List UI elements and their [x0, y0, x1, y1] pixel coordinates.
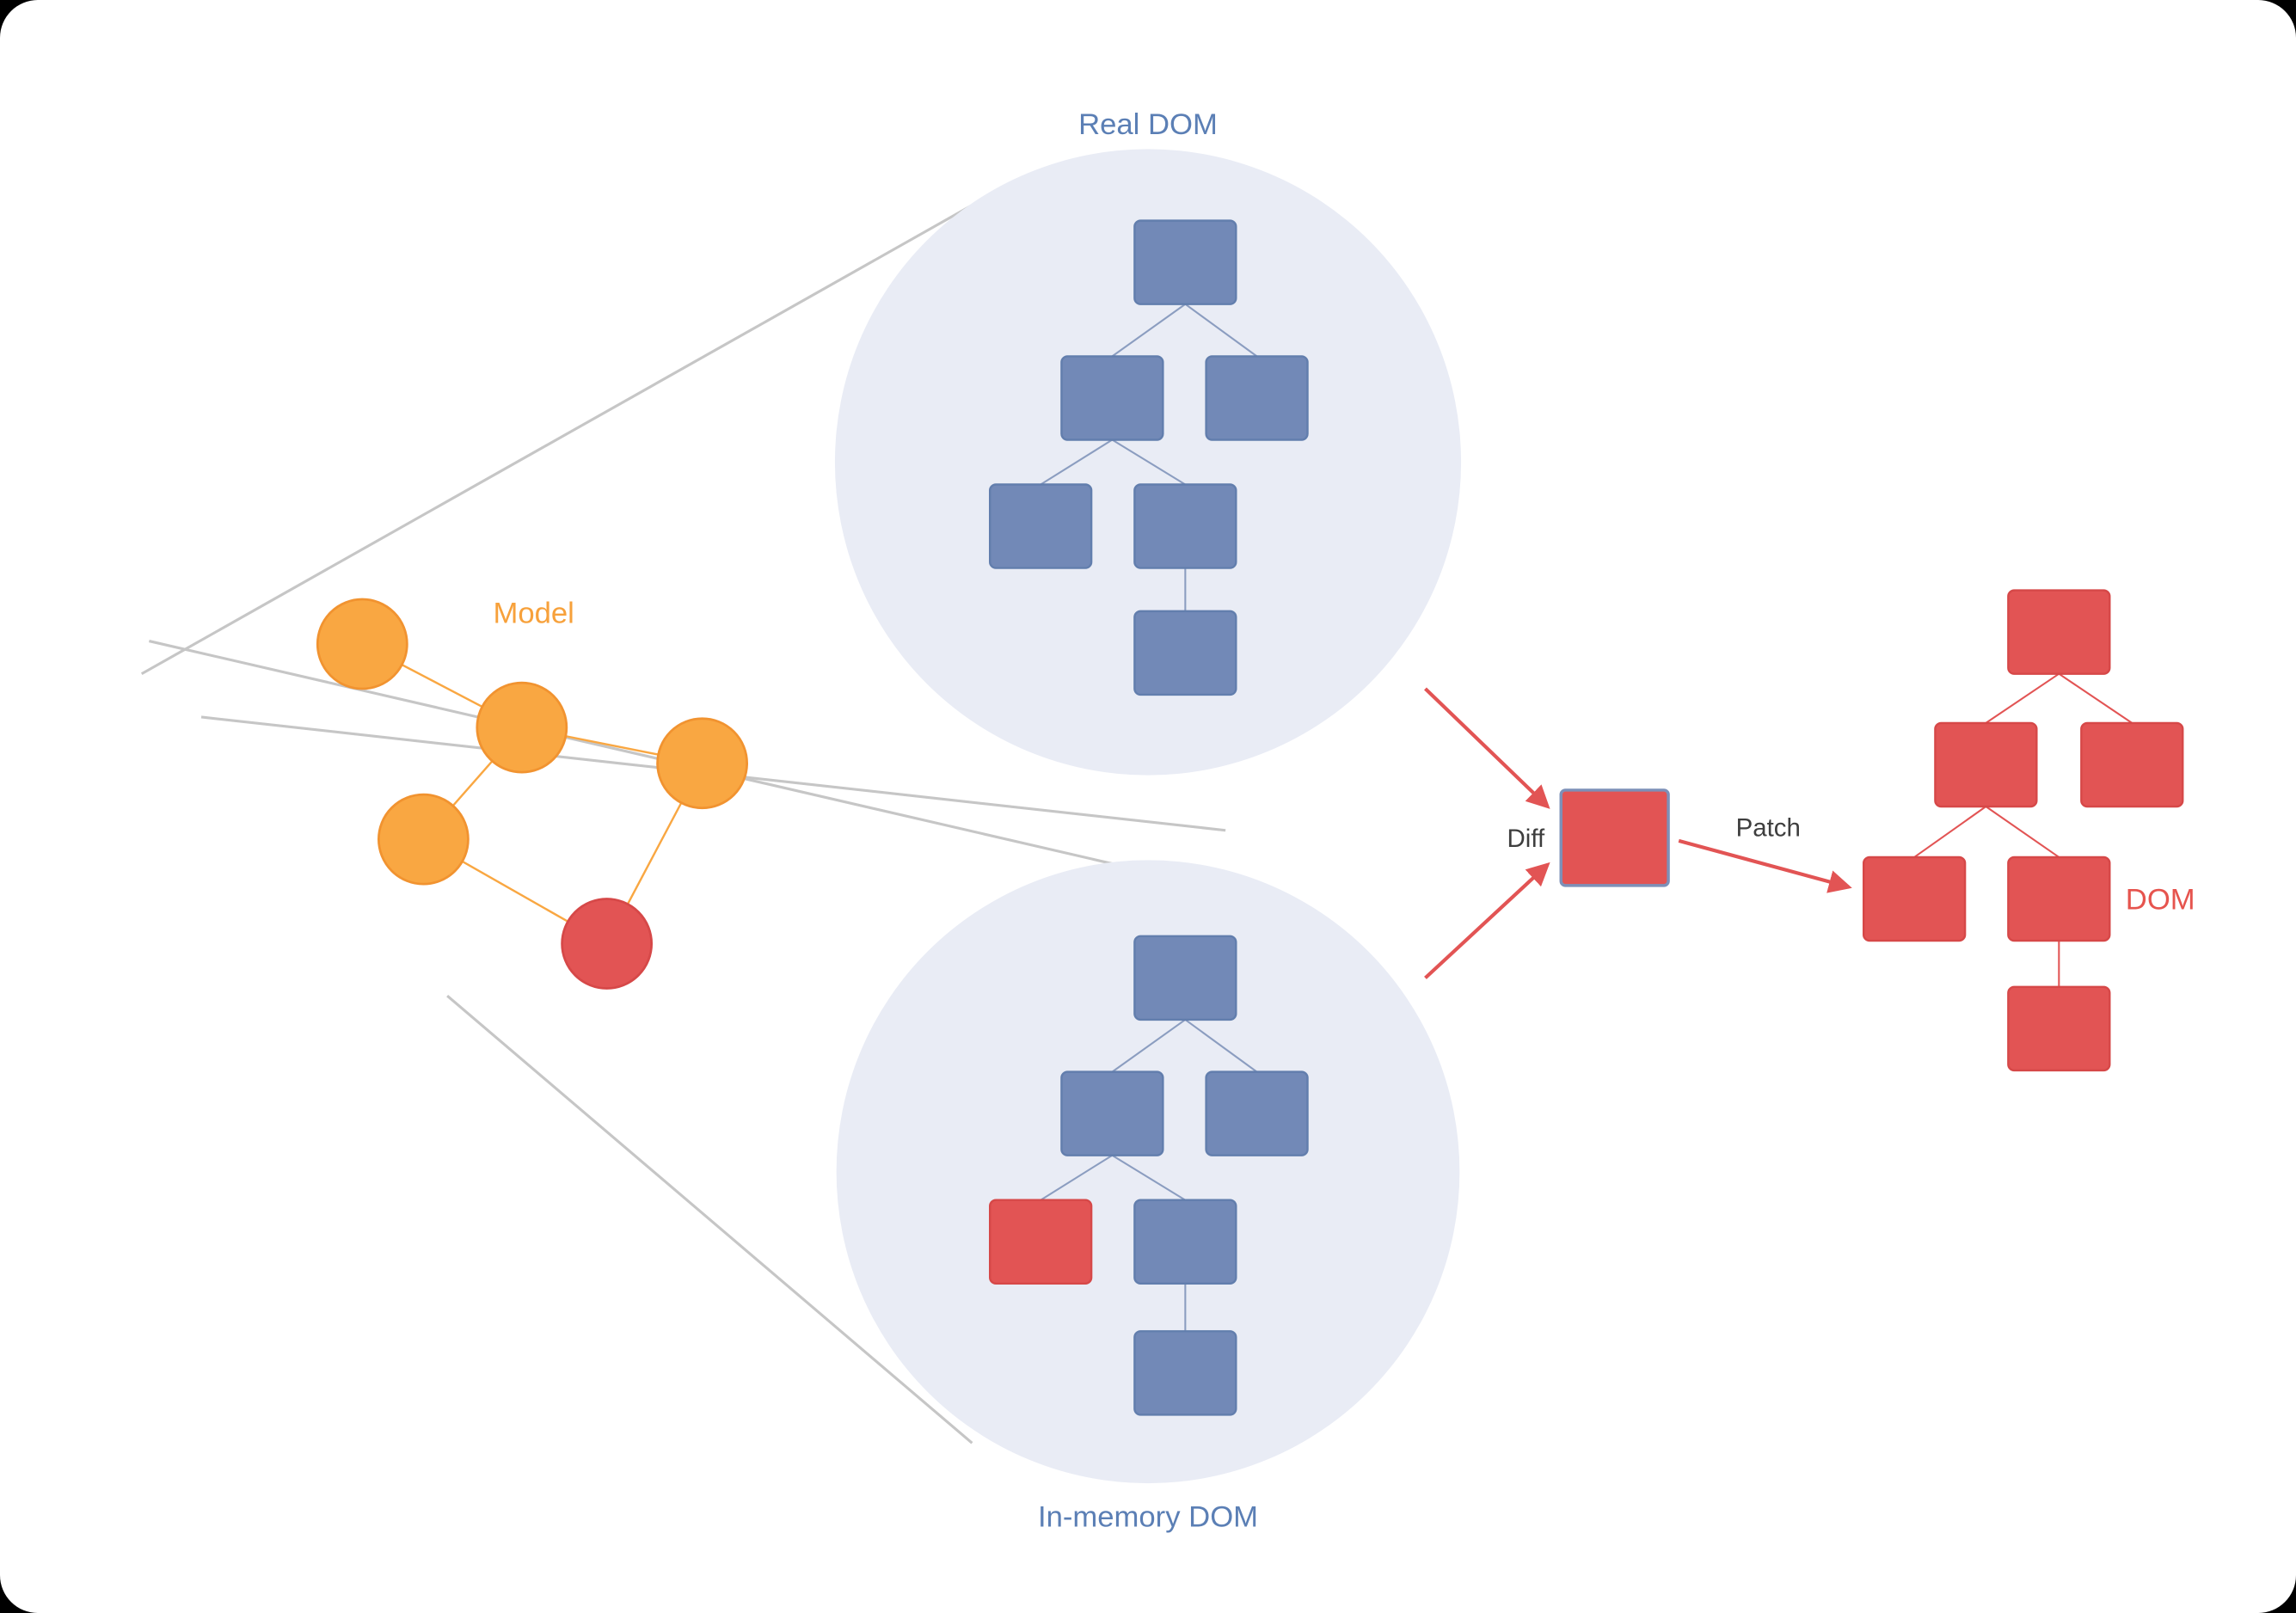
diff-patch-flow: Diff Patch — [1424, 687, 1852, 979]
tree-edge — [1111, 439, 1186, 486]
tree-node — [2080, 721, 2184, 808]
diff-label: Diff — [1507, 825, 1545, 853]
tree-edge — [1111, 1154, 1186, 1201]
model-node — [656, 717, 749, 810]
tree-edge — [1040, 439, 1113, 486]
diff-node — [1559, 788, 1670, 887]
tree-node — [989, 483, 1093, 569]
tree-edge — [1111, 1019, 1186, 1073]
tree-node — [1862, 856, 1967, 942]
tree-node — [1205, 1070, 1309, 1156]
tree-node — [2007, 985, 2111, 1072]
model-label: Model — [493, 598, 574, 630]
tree-node — [1934, 721, 2038, 808]
patch-arrow — [1678, 838, 1852, 893]
tree-node — [1133, 1199, 1237, 1285]
in-memory-dom-label: In-memory DOM — [1038, 1500, 1258, 1533]
real-dom-label: Real DOM — [1078, 108, 1218, 141]
model-node — [476, 681, 568, 774]
dom-label: DOM — [2126, 884, 2195, 917]
tree-node — [1060, 1070, 1164, 1156]
real-dom-tree — [989, 219, 1309, 696]
real-dom-group: Real DOM — [834, 108, 1462, 776]
tree-node — [2007, 856, 2111, 942]
tree-node — [1133, 935, 1237, 1021]
tree-edge — [1184, 303, 1258, 358]
model-graph: Model — [316, 598, 749, 990]
tree-node — [1133, 219, 1237, 305]
projection-line — [446, 995, 973, 1444]
tree-edge — [1985, 806, 2060, 858]
tree-edge — [1985, 672, 2060, 724]
tree-edge — [1184, 1019, 1258, 1073]
tree-node — [1060, 355, 1164, 441]
tree-node — [1133, 483, 1237, 569]
tree-node — [1133, 610, 1237, 696]
diff-arrow-from-real-dom — [1424, 687, 1550, 809]
model-changed-node — [561, 898, 654, 990]
tree-edge — [1111, 303, 1186, 358]
changed-node — [989, 1199, 1093, 1285]
tree-node — [1133, 1330, 1237, 1416]
projection-line — [140, 195, 988, 676]
diff-arrow-from-in-memory-dom — [1424, 862, 1550, 979]
patch-label: Patch — [1736, 814, 1801, 843]
in-memory-dom-group: In-memory DOM — [836, 860, 1460, 1533]
tree-node — [2007, 589, 2111, 675]
in-memory-dom-tree — [989, 935, 1309, 1416]
tree-edge — [1040, 1154, 1113, 1201]
patched-dom-tree: DOM — [1862, 589, 2195, 1072]
tree-edge — [1913, 806, 1986, 858]
model-node — [316, 598, 408, 690]
tree-node — [1205, 355, 1309, 441]
tree-edge — [2058, 672, 2133, 724]
in-memory-dom-circle — [836, 860, 1460, 1484]
model-node — [377, 793, 470, 886]
